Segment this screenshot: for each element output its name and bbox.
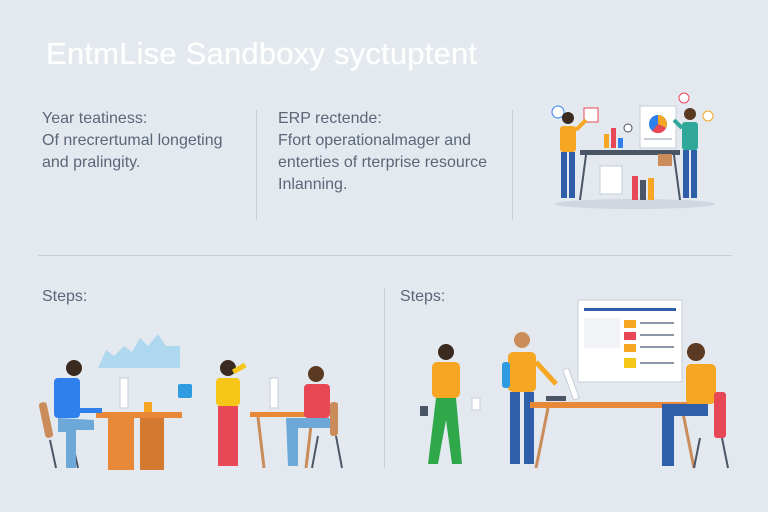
column-2-line-1: Ffort operationalmager and	[278, 132, 471, 149]
steps-label-1: Steps:	[42, 288, 88, 305]
column-2-line-3: Inlanning.	[278, 176, 348, 193]
divider-2	[512, 110, 513, 220]
page-title: EntmLise Sandboxy syctuptent	[46, 36, 478, 71]
column-1-line-2: and pralingity.	[42, 154, 141, 171]
column-1-line-1: Of nrecrertumal longeting	[42, 132, 223, 149]
column-2-heading: ERP rectende:	[278, 110, 382, 127]
divider-3	[384, 288, 385, 468]
presentation-illustration	[551, 92, 715, 209]
steps-label-2: Steps:	[400, 288, 446, 305]
info-column-2: ERP rectende: Ffort operationalmager and…	[278, 108, 487, 196]
column-1-heading: Year teatiness:	[42, 110, 148, 127]
section-divider	[38, 255, 732, 256]
column-2-line-2: enterties of rterprise resource	[278, 154, 487, 171]
info-column-1: Year teatiness: Of nrecrertumal longetin…	[42, 108, 223, 174]
workspace-illustration-left	[38, 334, 343, 470]
divider-1	[256, 110, 257, 220]
workspace-illustration-right	[420, 299, 729, 469]
